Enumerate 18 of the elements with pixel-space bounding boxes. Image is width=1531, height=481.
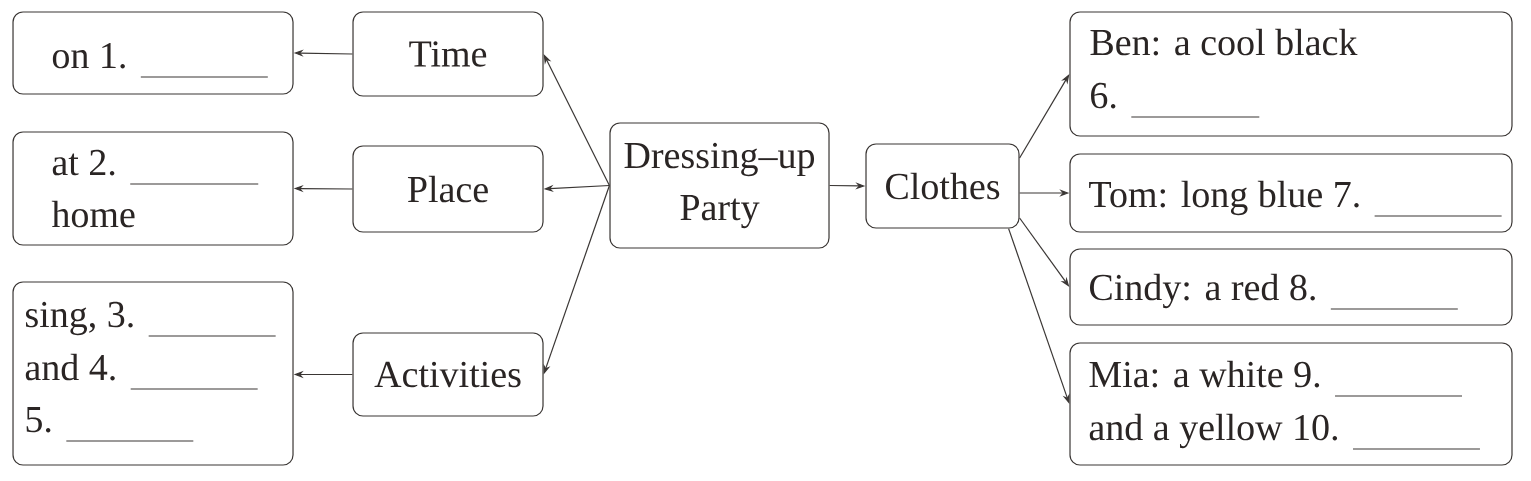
box-text: Cindy: a red 8. xyxy=(1089,273,1315,309)
box-text: at 2. xyxy=(52,149,115,176)
box-text: and 4. xyxy=(25,353,115,381)
box-text: on 1. xyxy=(52,42,125,69)
rounded-box: Time xyxy=(352,11,544,97)
arrow xyxy=(1019,74,1070,159)
box-text: 5. xyxy=(26,407,51,433)
rounded-box: Activities xyxy=(352,332,544,417)
box-text: Ben: a cool black xyxy=(1090,28,1358,56)
rounded-box: Dressing–up Party xyxy=(609,122,830,249)
rounded-box: Place xyxy=(352,145,544,233)
box-text: home xyxy=(51,200,135,228)
box-text: Tom: long blue 7. xyxy=(1089,180,1359,216)
box-text: 6. xyxy=(1091,82,1116,109)
box-text: Mia: a white 9. xyxy=(1089,360,1320,388)
box-text: and a yellow 10. xyxy=(1089,413,1338,449)
rounded-box: Clothes xyxy=(865,143,1020,229)
box-text: sing, 3. xyxy=(26,301,133,336)
